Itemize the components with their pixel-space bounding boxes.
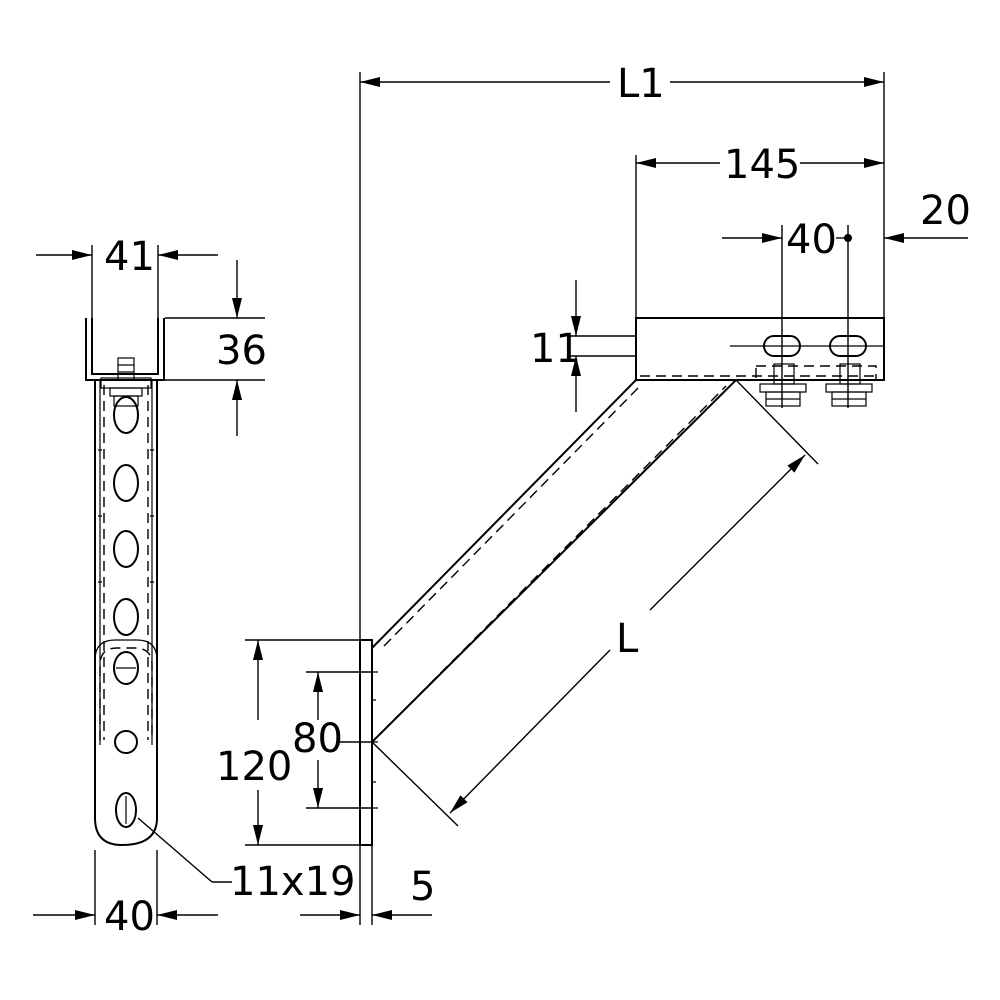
dim-l: L <box>371 379 819 827</box>
dim-40-top-label: 40 <box>786 217 837 263</box>
dim-5-label: 5 <box>410 864 435 910</box>
dim-36-label: 36 <box>216 328 267 374</box>
dim-41-label: 41 <box>104 234 155 280</box>
side-view <box>85 318 165 847</box>
dim-36: 36 <box>165 260 267 436</box>
dim-l1: L1 <box>359 61 885 640</box>
dim-40-bottom-label: 40 <box>104 894 155 940</box>
dim-5: 5 <box>300 845 435 925</box>
dim-145: 145 <box>635 142 884 318</box>
dim-40-top: 40 <box>722 217 852 408</box>
dim-120: 120 <box>216 639 360 846</box>
dim-20-label: 20 <box>920 188 971 234</box>
dim-l-label: L <box>616 616 639 662</box>
dim-80: 80 <box>292 671 372 809</box>
dim-20: 20 <box>884 188 971 243</box>
bolt-2 <box>825 363 873 407</box>
bolt-1 <box>759 363 807 407</box>
dim-11: 11 <box>530 280 636 412</box>
dim-80-label: 80 <box>292 716 343 762</box>
dim-41: 41 <box>36 234 218 318</box>
dim-120-label: 120 <box>216 744 292 790</box>
dim-11-label: 11 <box>530 326 581 372</box>
dim-11x19-label: 11x19 <box>230 859 355 905</box>
dim-145-label: 145 <box>724 142 800 188</box>
dim-l1-label: L1 <box>617 61 665 107</box>
dim-11x19: 11x19 <box>137 817 355 905</box>
dim-40-bottom: 40 <box>33 850 218 940</box>
front-view <box>359 317 885 846</box>
